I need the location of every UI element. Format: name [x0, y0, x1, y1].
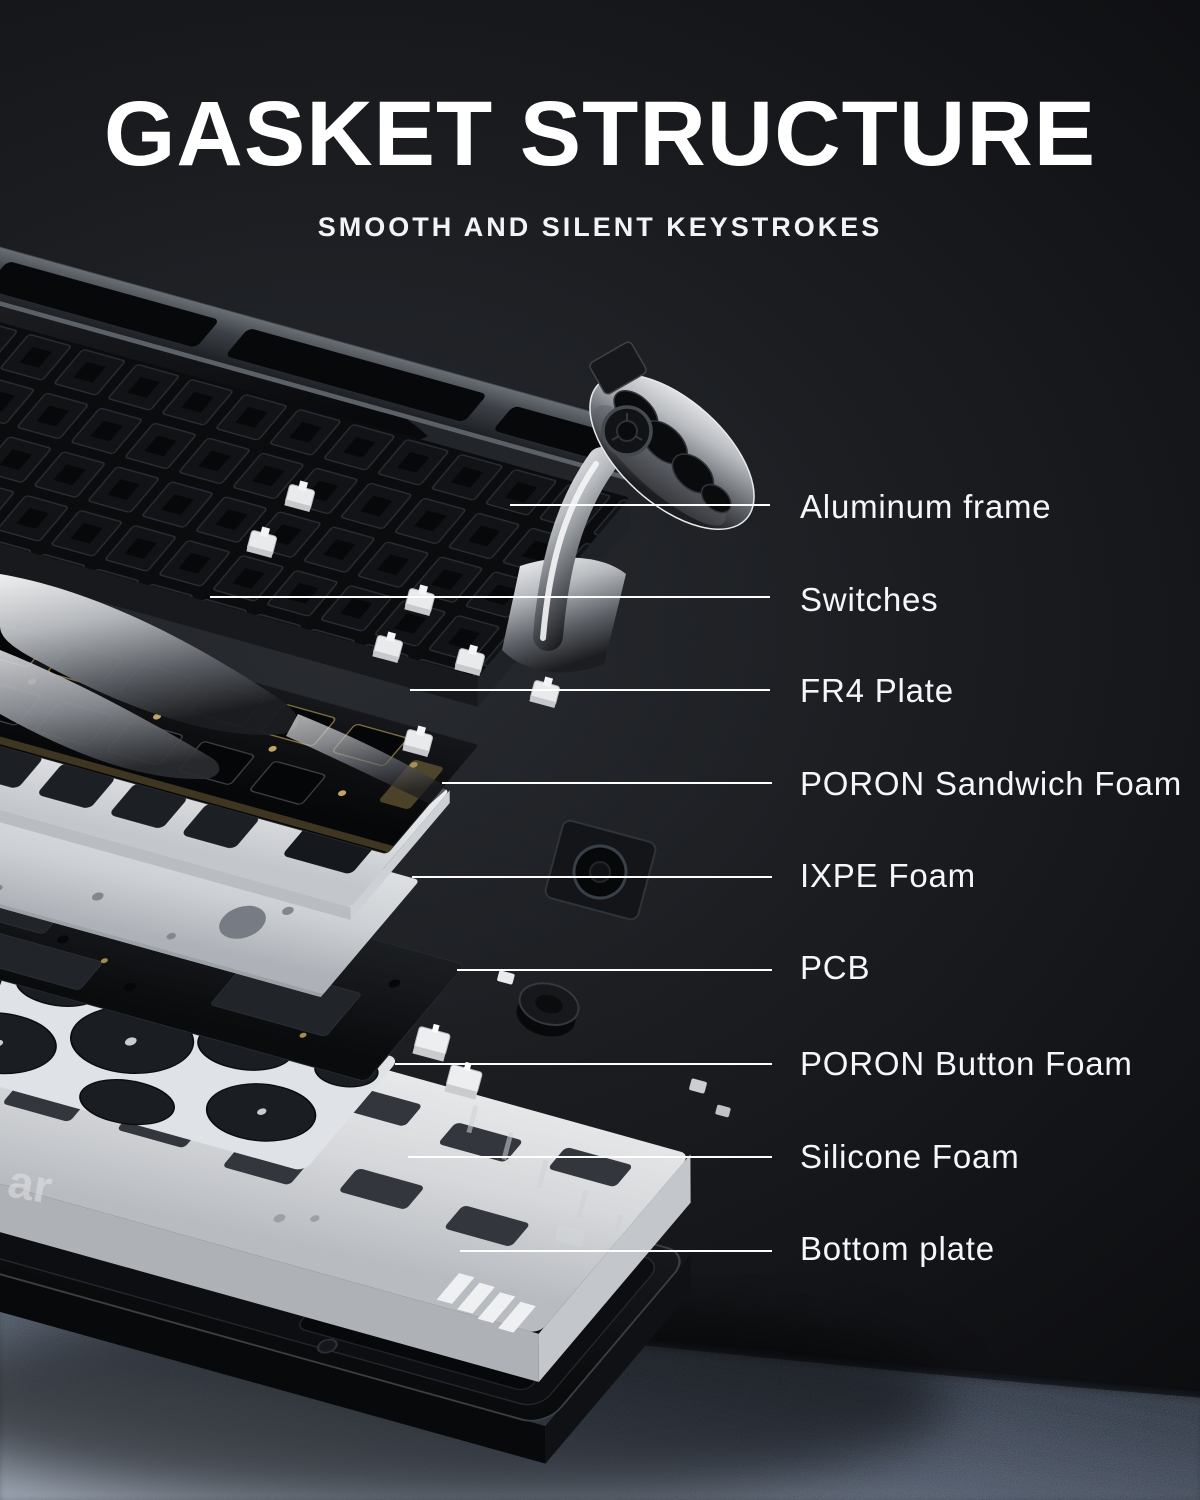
chrome-front-frame — [0, 574, 448, 804]
layer-aluminum-frame — [0, 240, 755, 804]
switch-sockets-field — [0, 300, 630, 677]
leader-line-fr4-plate — [410, 689, 770, 691]
page-title: GASKET STRUCTURE — [103, 83, 1097, 185]
leader-line-switches — [210, 596, 770, 598]
page-subtitle: SMOOTH AND SILENT KEYSTROKES — [317, 212, 883, 242]
encoder-module — [544, 819, 657, 921]
callout-fr4-plate: FR4 Plate — [800, 672, 954, 709]
header: GASKET STRUCTURE SMOOTH AND SILENT KEYST… — [0, 84, 1200, 242]
leader-line-pcb — [457, 969, 772, 971]
leader-line-aluminum-frame — [510, 504, 770, 506]
callout-aluminum-frame: Aluminum frame — [800, 488, 1052, 525]
callout-poron-button-foam: PORON Button Foam — [800, 1045, 1133, 1082]
pcb-white-component — [497, 970, 515, 985]
silicone-partial-logo: ar — [4, 1155, 56, 1214]
layer-ixpe-foam — [0, 742, 418, 998]
leader-line-bottom-plate — [460, 1250, 772, 1252]
leader-line-poron-button-foam — [395, 1063, 772, 1065]
callout-ixpe-foam: IXPE Foam — [800, 857, 976, 894]
pcb-encoder-cylinder — [516, 982, 580, 1037]
floating-stabilizer-parts — [412, 1023, 731, 1247]
callout-switches: Switches — [800, 581, 939, 618]
leader-line-ixpe-foam — [412, 876, 772, 878]
leader-line-poron-sandwich-foam — [442, 782, 772, 784]
callout-silicone-foam: Silicone Foam — [800, 1138, 1020, 1175]
callout-pcb: PCB — [800, 949, 871, 986]
callout-bottom-plate: Bottom plate — [800, 1230, 995, 1267]
leader-line-silicone-foam — [408, 1156, 772, 1158]
chrome-arm — [502, 341, 755, 673]
callout-poron-sandwich-foam: PORON Sandwich Foam — [800, 765, 1182, 802]
